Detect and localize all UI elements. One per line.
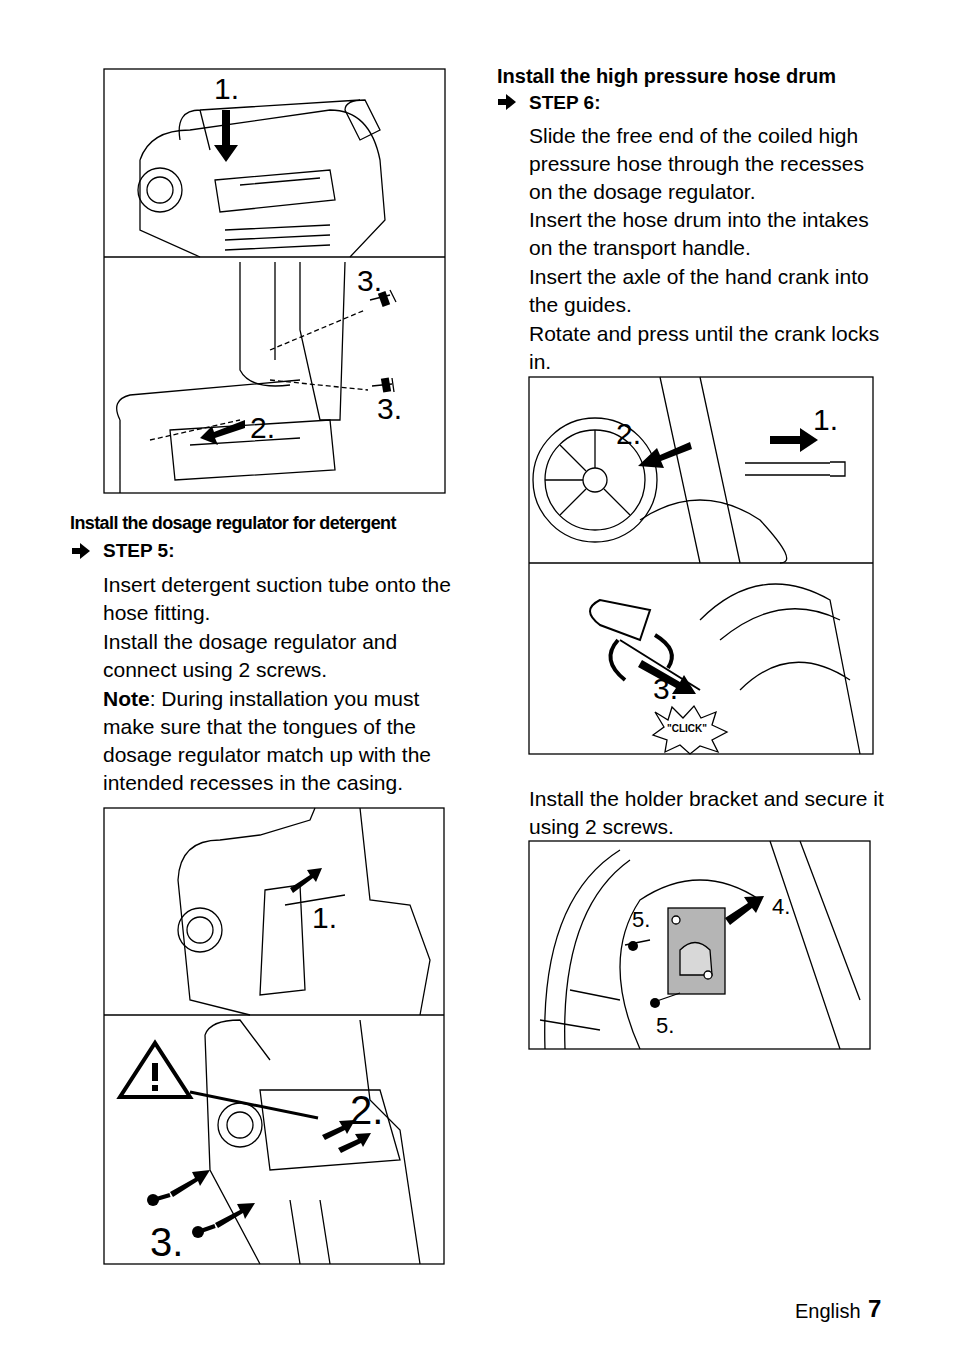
callout-number: 1. xyxy=(312,901,337,934)
callout-number-block: 4. xyxy=(772,896,790,918)
step-label-block: STEP 5: xyxy=(103,541,174,560)
click-mark: "CLICK" xyxy=(667,723,707,734)
callout-number-block: 3. xyxy=(653,674,678,704)
instruction-block: Insert the hose drum into the intakes on… xyxy=(529,206,887,262)
callout-number: 5. xyxy=(632,907,650,932)
step-label: STEP 5: xyxy=(103,540,174,561)
instruction: Insert detergent suction tube onto the h… xyxy=(103,573,451,624)
page-language: English xyxy=(795,1300,861,1322)
note: Note xyxy=(103,687,150,710)
instruction: Rotate and press until the crank locks i… xyxy=(529,322,879,373)
callout-number-block: 2. xyxy=(350,1090,383,1130)
step-label-block: STEP 6: xyxy=(529,93,600,112)
instruction-block: Insert the axle of the hand crank into t… xyxy=(529,263,887,319)
instruction: Insert the hose drum into the intakes on… xyxy=(529,208,869,259)
instruction-block: Slide the free end of the coiled high pr… xyxy=(529,122,887,206)
note: : During installation you must make sure… xyxy=(103,687,431,794)
page-number-block: 7 xyxy=(868,1297,881,1321)
instruction-block: Install the holder bracket and secure it… xyxy=(529,785,887,841)
click-mark-block: "CLICK" xyxy=(667,724,707,734)
callout-number-block: 3. xyxy=(377,394,402,424)
callout-number-block: 1. xyxy=(214,74,239,104)
instruction-block: Rotate and press until the crank locks i… xyxy=(529,320,887,376)
page-language-block: English xyxy=(795,1301,861,1321)
step-label: STEP 6: xyxy=(529,92,600,113)
callout-number-block: 5. xyxy=(632,909,650,931)
callout-number: 1. xyxy=(813,403,838,436)
callout-number-block: 2. xyxy=(250,413,275,443)
callout-number: 3. xyxy=(377,392,402,425)
callout-number: 2. xyxy=(250,411,275,444)
instruction: Install the dosage regulator and connect… xyxy=(103,630,397,681)
callout-number-block: 1. xyxy=(312,903,337,933)
callout-number: 3. xyxy=(150,1220,183,1264)
callout-number: 4. xyxy=(772,894,790,919)
section-heading: Install the dosage regulator for deterge… xyxy=(70,513,396,533)
callout-number: 5. xyxy=(656,1013,674,1038)
section-heading-block: Install the high pressure hose drum xyxy=(497,66,836,86)
callout-number-block: 5. xyxy=(656,1015,674,1037)
page-number: 7 xyxy=(868,1295,881,1322)
instruction: Insert the axle of the hand crank into t… xyxy=(529,265,869,316)
callout-number-block: 3. xyxy=(150,1222,183,1262)
instruction-block: Insert detergent suction tube onto the h… xyxy=(103,571,468,627)
callout-number: 3. xyxy=(357,264,382,297)
section-heading: Install the high pressure hose drum xyxy=(497,65,836,87)
callout-number: 2. xyxy=(350,1088,383,1132)
callout-number: 1. xyxy=(214,72,239,105)
section-heading-block: Install the dosage regulator for deterge… xyxy=(70,514,396,532)
instruction: Slide the free end of the coiled high pr… xyxy=(529,124,864,203)
callout-number-block: 2. xyxy=(616,419,641,449)
instruction: Install the holder bracket and secure it… xyxy=(529,787,884,838)
callout-number: 3. xyxy=(653,672,678,705)
note-block: Note: During installation you must make … xyxy=(103,685,468,797)
callout-number-block: 3. xyxy=(357,266,382,296)
instruction-block: Install the dosage regulator and connect… xyxy=(103,628,468,684)
callout-number: 2. xyxy=(616,417,641,450)
callout-number-block: 1. xyxy=(813,405,838,435)
